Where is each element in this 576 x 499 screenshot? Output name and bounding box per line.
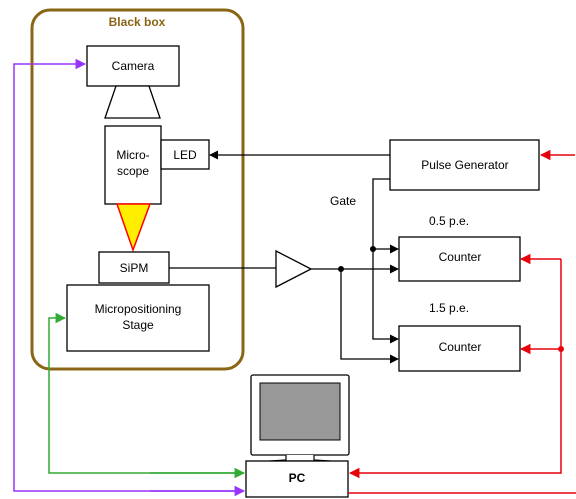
stage-label-line1: Micropositioning <box>95 302 182 316</box>
amp-to-counter2-arrow <box>340 269 399 364</box>
pc-box <box>245 460 349 498</box>
amp-junction <box>338 266 344 272</box>
sipm-label: SiPM <box>120 261 149 275</box>
microscope-label-line2: scope <box>117 164 149 178</box>
gate-label: Gate <box>330 194 356 208</box>
green-stage-line <box>48 312 244 474</box>
monitor-icon <box>250 374 350 462</box>
triangle-amplifier-icon <box>275 249 313 289</box>
counter2-threshold: 1.5 p.e. <box>429 301 469 315</box>
black-box-enclosure <box>30 8 245 371</box>
led-box <box>160 139 210 170</box>
purple-camera-line <box>13 58 244 492</box>
pc-label: PC <box>289 471 306 485</box>
gate-line <box>372 178 399 344</box>
black-box-title: Black box <box>109 15 166 29</box>
camera-lens-icon <box>104 85 161 119</box>
counter1-label: Counter <box>439 250 482 264</box>
counter2-box <box>398 325 521 372</box>
microscope-box <box>104 125 162 205</box>
sipm-box <box>98 251 170 284</box>
pulse-generator-label: Pulse Generator <box>421 158 508 172</box>
cone-icon <box>115 203 152 253</box>
pulse-generator-box <box>389 139 540 191</box>
led-label: LED <box>173 148 197 162</box>
counter2-label: Counter <box>439 340 482 354</box>
camera-label: Camera <box>112 59 155 73</box>
gate-junction <box>370 246 376 252</box>
red-junction <box>558 346 564 352</box>
stage-label-line2: Stage <box>122 318 154 332</box>
counter1-threshold: 0.5 p.e. <box>429 214 469 228</box>
red-counters-to-pc-arrow <box>348 259 562 479</box>
stage-box <box>66 284 210 352</box>
microscope-label-line1: Micro- <box>116 148 149 162</box>
